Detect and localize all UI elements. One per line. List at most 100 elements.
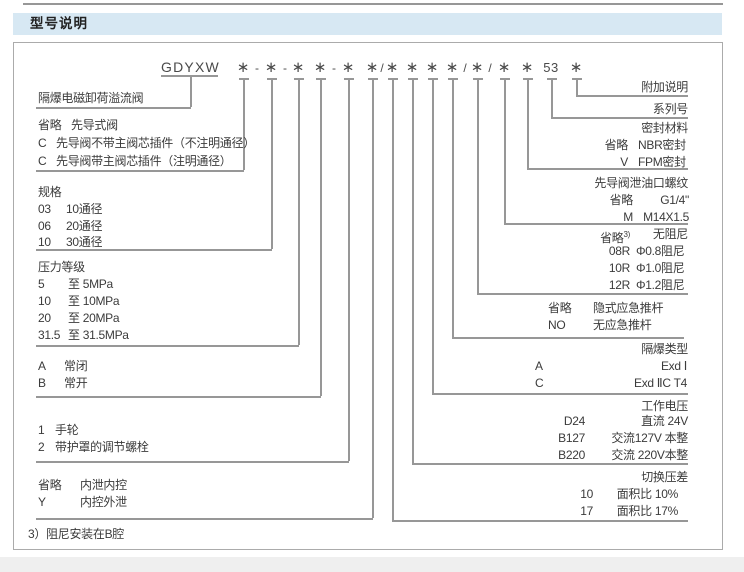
group-drain-port-thread-title: 先导阀泄油口螺纹	[594, 176, 688, 190]
code-cell: 省略	[548, 301, 572, 315]
underline	[551, 117, 688, 119]
desc-cell: 内泄内控	[80, 478, 127, 492]
underline	[432, 393, 688, 395]
code-cell: 10	[580, 487, 593, 501]
connector-vline	[295, 78, 303, 345]
underline	[36, 107, 191, 109]
desc-cell: 先导阀不带主阀芯插件（不注明通径）	[56, 136, 255, 150]
section-header: 型号说明	[13, 13, 722, 35]
code-cell: Y	[38, 495, 46, 509]
connector-vline	[369, 78, 377, 518]
group-working-voltage-row: B127 交流127V 本整	[540, 432, 688, 445]
code-cell: M	[623, 210, 633, 224]
label-valve-name: 隔爆电磁卸荷溢流阀	[38, 91, 144, 105]
underline	[452, 337, 684, 339]
underline	[36, 170, 244, 172]
desc-cell: Exd ⅡC T4	[633, 376, 687, 390]
desc-cell: 内控外泄	[80, 495, 127, 509]
desc-cell: 无应急推杆	[593, 318, 652, 332]
desc-cell: M14X1.5	[643, 210, 689, 224]
model-code-symbol: ∗	[425, 59, 439, 76]
code-cell: 08R	[608, 244, 630, 258]
underline	[392, 520, 688, 522]
footnote-ref: 3)	[623, 230, 630, 239]
connector-vline	[389, 78, 397, 520]
model-code-symbol: -	[255, 61, 259, 75]
desc-cell: Exd Ⅰ	[660, 359, 687, 373]
group-switching-pressure-diff-row: 10 面积比 10%	[540, 488, 678, 501]
group-seal-material-title: 密封材料	[641, 121, 688, 135]
desc-cell: 20通径	[66, 219, 103, 233]
desc-cell: Φ1.0阻尼	[636, 261, 685, 275]
model-code-symbol: ∗	[264, 59, 278, 76]
connector-vline	[317, 78, 325, 396]
code-cell: 10	[38, 294, 51, 308]
code-cell: 省略	[604, 138, 629, 152]
group-explosion-proof-type-title: 隔爆类型	[641, 342, 688, 356]
prefix-underline	[161, 75, 218, 77]
label-additional-note: 附加说明	[641, 80, 688, 94]
code-cell: B220	[558, 448, 585, 462]
underline	[527, 168, 688, 170]
group-normal-state-row: B 常开	[38, 376, 88, 390]
code-cell: 17	[580, 504, 593, 518]
connector-vline	[474, 78, 482, 293]
model-code-symbol: ∗	[365, 59, 379, 76]
desc-cell: 交流127V 本整	[611, 431, 688, 445]
group-damping-row: 12R Φ1.2阻尼	[556, 278, 685, 292]
code-cell: 12R	[608, 278, 630, 292]
desc-cell: 直流 24V	[641, 414, 688, 428]
desc-cell: 面积比 17%	[616, 504, 679, 518]
desc-cell: 先导阀带主阀芯插件（注明通径）	[56, 154, 232, 168]
model-code-symbol: /	[488, 61, 492, 75]
code-cell: 31.5	[38, 328, 61, 342]
code-cell: C	[38, 136, 47, 150]
group-pressure-grade-row: 10 至 10MPa	[38, 294, 120, 308]
code-cell: 省略	[38, 118, 62, 132]
group-working-voltage-row: D24 直流 24V	[540, 415, 688, 428]
group-damping-row: 08R Φ0.8阻尼	[556, 244, 685, 258]
desc-cell: 隐式应急推杆	[593, 301, 664, 315]
underline	[36, 396, 321, 398]
group-pilot-valve-row: 省略 先导式阀	[38, 119, 118, 132]
code-cell: 1	[38, 423, 45, 437]
group-adjuster-row: 2 带护罩的调节螺栓	[38, 441, 149, 454]
group-explosion-proof-type-row: C Exd ⅡC T4	[535, 377, 687, 390]
desc-cell: 常闭	[64, 359, 88, 373]
model-code-symbol: ∗	[569, 59, 583, 76]
model-code-series-number: 53	[543, 60, 559, 75]
desc-cell: 常开	[64, 376, 88, 390]
model-code-symbol: -	[283, 61, 287, 75]
model-code-symbol: ∗	[313, 59, 327, 76]
page-bottom-band	[0, 557, 744, 572]
model-code-symbol: ∗	[497, 59, 511, 76]
model-code-symbol: ∗	[385, 59, 399, 76]
group-damping-row: 10R Φ1.0阻尼	[556, 261, 685, 275]
group-push-rod-row: NO 无应急推杆	[548, 319, 652, 332]
code-cell: 省略	[609, 193, 634, 207]
group-drain-control-row: Y 内控外泄	[38, 496, 127, 509]
group-size-row: 10 30通径	[38, 236, 102, 249]
group-seal-material-row: V FPM密封	[556, 156, 686, 169]
group-explosion-proof-type-row: A Exd Ⅰ	[535, 360, 687, 373]
desc-cell: Φ0.8阻尼	[636, 244, 685, 258]
connector-vline	[409, 78, 417, 463]
model-code-symbol: ∗	[341, 59, 355, 76]
group-size-row: 03 10通径	[38, 203, 102, 216]
group-damping-row: 省略3) 无阻尼	[556, 228, 688, 245]
group-pressure-grade-row: 5 至 5MPa	[38, 278, 113, 291]
desc-cell: 面积比 10%	[616, 487, 679, 501]
model-code-symbol: ∗	[405, 59, 419, 76]
group-pilot-valve-row: C 先导阀不带主阀芯插件（不注明通径）	[38, 137, 255, 150]
code-cell: B127	[558, 431, 585, 445]
connector-vline	[524, 78, 532, 168]
group-pressure-grade-title: 压力等级	[38, 260, 85, 274]
underline	[504, 223, 688, 225]
code-cell: 06	[38, 219, 51, 233]
connector-vline	[240, 78, 248, 170]
desc-cell: NBR密封	[638, 138, 686, 152]
model-code-symbol: /	[380, 61, 384, 75]
desc-cell: 手轮	[55, 423, 79, 437]
group-size-row: 06 20通径	[38, 220, 102, 233]
